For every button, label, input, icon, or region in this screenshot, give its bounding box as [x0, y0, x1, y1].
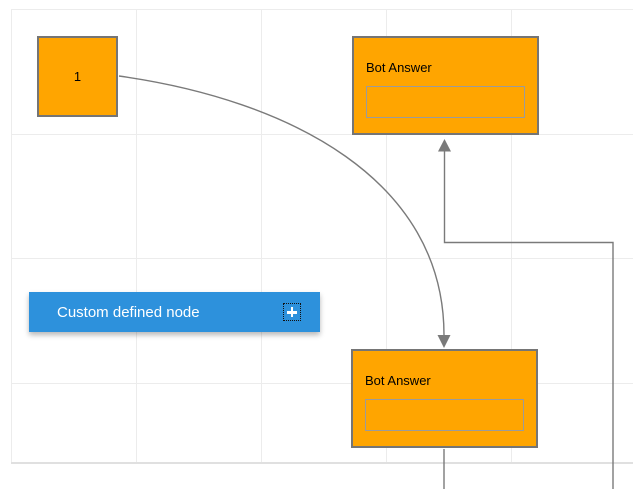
- bot-answer-title: Bot Answer: [365, 373, 431, 388]
- custom-node-label: Custom defined node: [57, 303, 200, 321]
- square-node[interactable]: 1: [37, 36, 118, 117]
- grid: [11, 9, 633, 464]
- plus-icon[interactable]: [283, 303, 301, 321]
- connectors: [118, 75, 614, 489]
- square-node-label: 1: [73, 69, 82, 84]
- bot-answer-node-top[interactable]: Bot Answer: [352, 36, 539, 135]
- bot-answer-node-bottom[interactable]: Bot Answer: [351, 349, 538, 448]
- custom-defined-node[interactable]: Custom defined node: [29, 292, 320, 332]
- curved-connector[interactable]: [118, 75, 445, 336]
- bot-answer-textbox[interactable]: [366, 86, 525, 118]
- bot-answer-textbox[interactable]: [365, 399, 524, 431]
- arrowhead-up-icon: [438, 139, 451, 152]
- orthogonal-connector[interactable]: [443, 151, 614, 489]
- arrowhead-down-icon: [437, 335, 451, 348]
- bot-answer-title: Bot Answer: [366, 60, 432, 75]
